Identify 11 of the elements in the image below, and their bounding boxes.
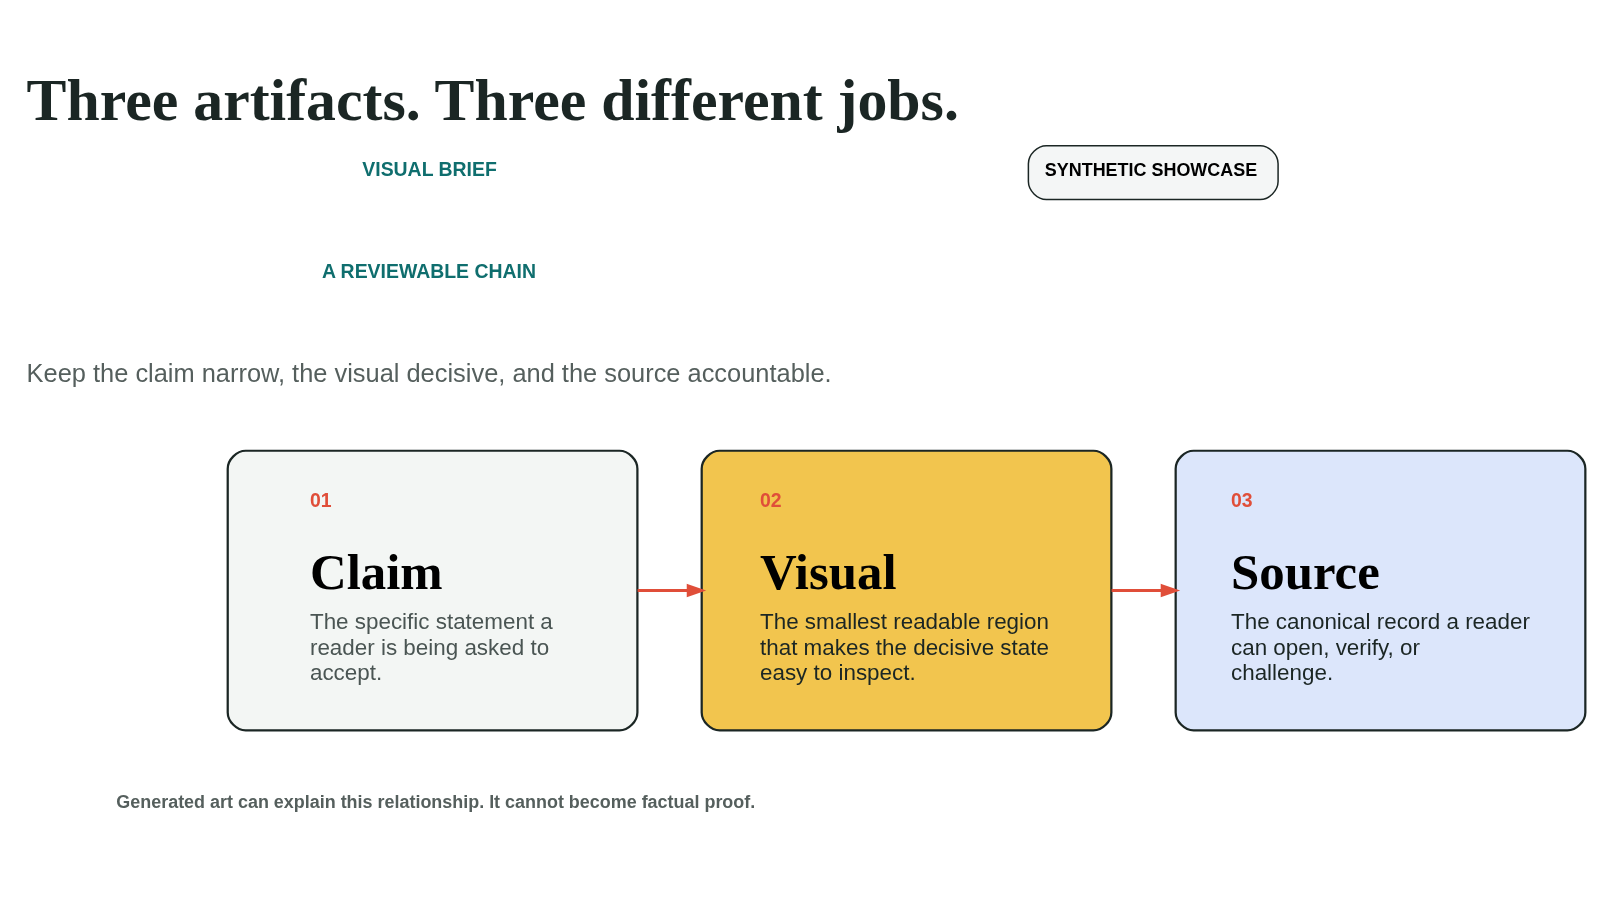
diagram-title: Three artifacts. Three different jobs. (26, 67, 959, 134)
node-box: 01 Claim The specific statement a reader is being asked to accept. (226, 449, 639, 732)
node-box: 03 Source The canonical record a reader can open, verify, or challenge. (1174, 449, 1587, 732)
node-box: 02 Visual The smallest readable region that makes the decisive state easy to inspect. (700, 449, 1113, 732)
label: VISUAL BRIEF (362, 158, 497, 181)
label: A REVIEWABLE CHAIN (321, 259, 536, 282)
arrow (1111, 583, 1181, 598)
node-box: SYNTHETIC SHOWCASE (1027, 145, 1279, 201)
label: Keep the claim narrow, the visual decisive, and the source accountable. (26, 359, 832, 388)
label: Generated art can explain this relationship. It cannot become factual proof. (116, 792, 756, 813)
arrow (637, 583, 707, 598)
